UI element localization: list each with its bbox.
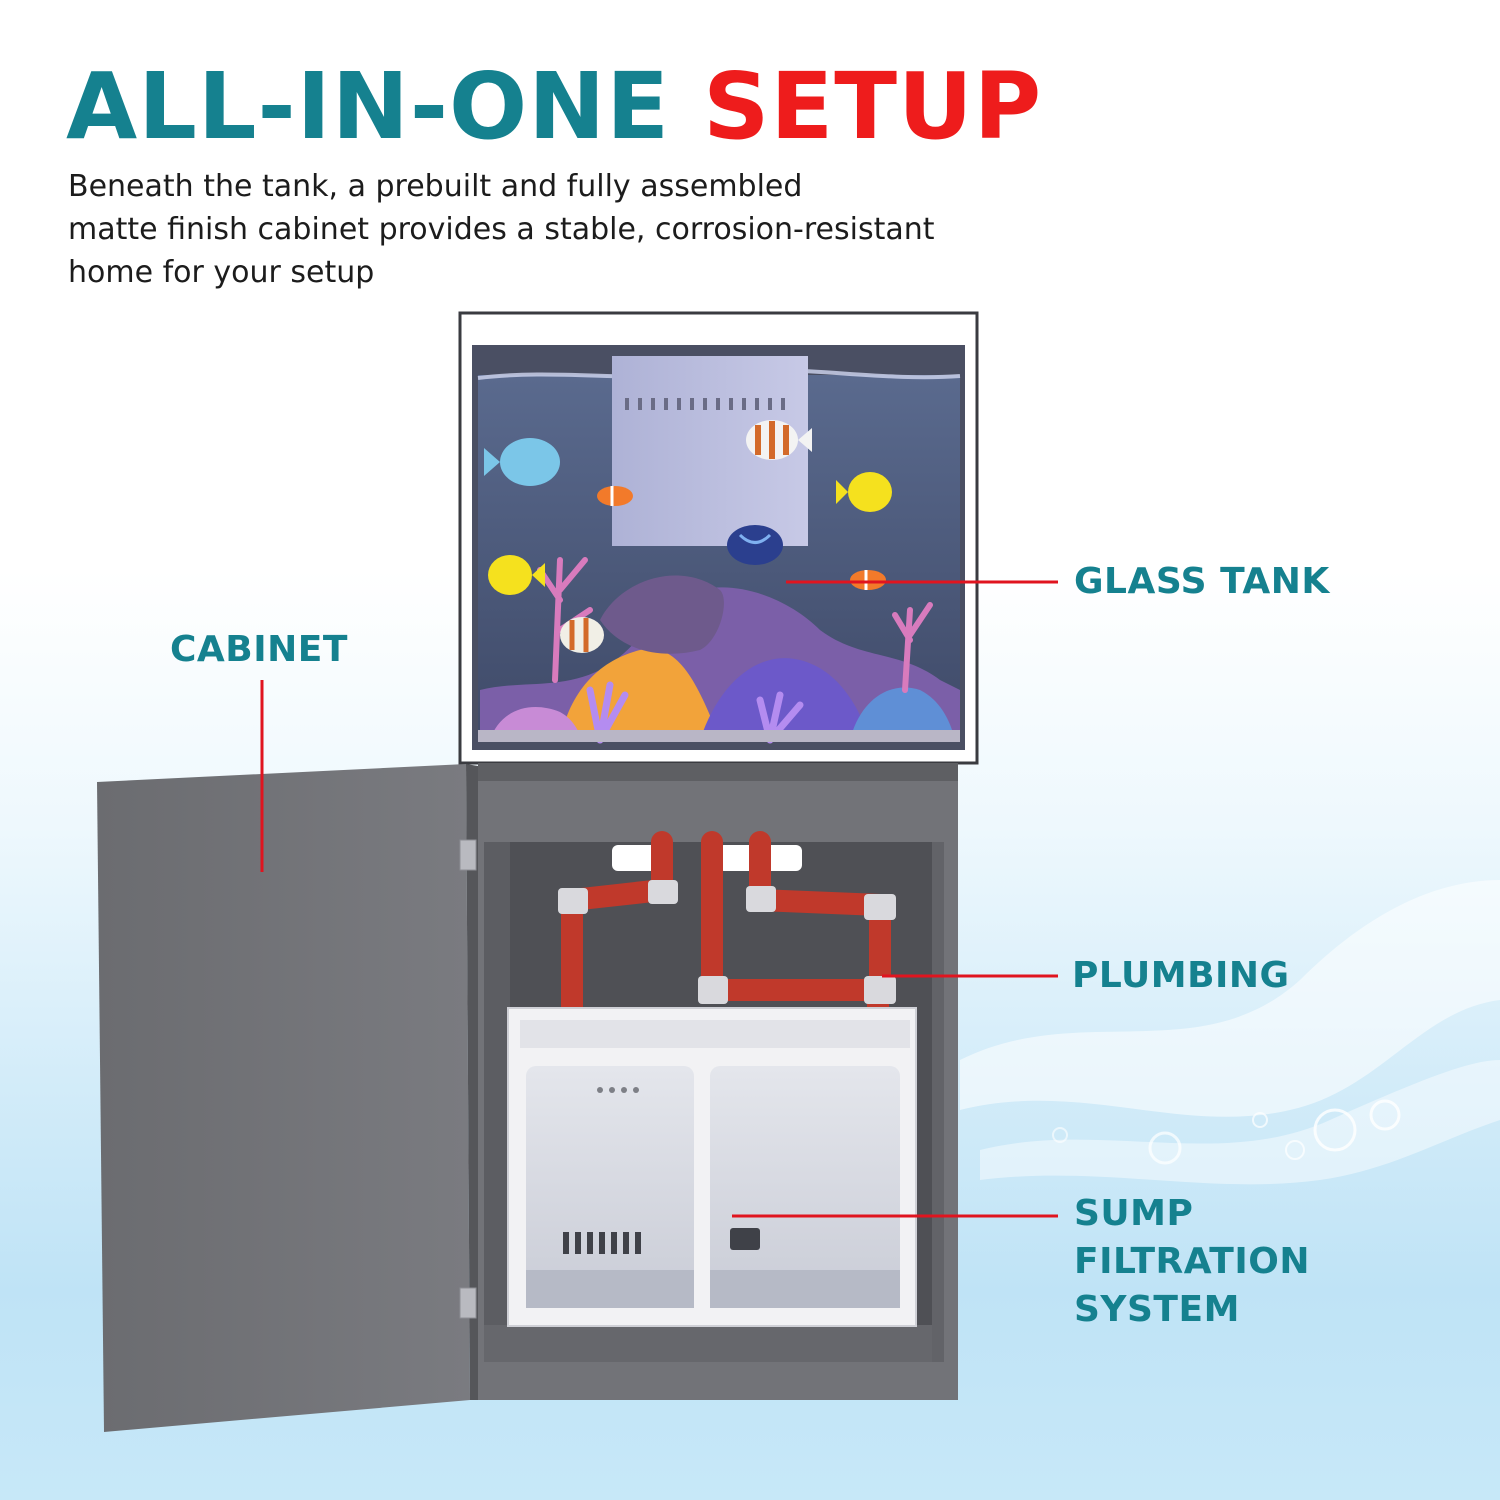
coral-reef-icon: [478, 557, 960, 744]
background-waves: [960, 880, 1500, 1185]
glass-tank: [458, 311, 979, 765]
subtitle-line1: Beneath the tank, a prebuilt and fully a…: [68, 169, 803, 204]
subtitle-line3: home for your setup: [68, 255, 375, 290]
fish-group: [484, 420, 892, 653]
plumbing-label: PLUMBING: [1072, 955, 1290, 996]
sump-label-line1: SUMP: [1074, 1193, 1194, 1234]
subtitle: Beneath the tank, a prebuilt and fully a…: [68, 165, 1068, 294]
sump-label: SUMP FILTRATION SYSTEM: [1074, 1190, 1310, 1334]
callout-lines: [260, 580, 1058, 1218]
hinge-icon: [459, 839, 477, 871]
plumbing-pipes: [558, 831, 896, 1033]
sump-filtration-box: [507, 1007, 917, 1327]
subtitle-line2: matte finish cabinet provides a stable, …: [68, 212, 935, 247]
headline-part2: SETUP: [703, 53, 1043, 160]
sump-label-line2: FILTRATION: [1074, 1241, 1310, 1282]
headline-part1: ALL-IN-ONE: [66, 53, 671, 160]
cabinet-door: [97, 764, 478, 1432]
headline: ALL-IN-ONE SETUP: [66, 52, 1042, 162]
hinge-icon: [459, 1287, 477, 1319]
glass-tank-label: GLASS TANK: [1074, 561, 1330, 602]
sump-label-line3: SYSTEM: [1074, 1289, 1240, 1330]
cabinet-label: CABINET: [170, 629, 348, 670]
